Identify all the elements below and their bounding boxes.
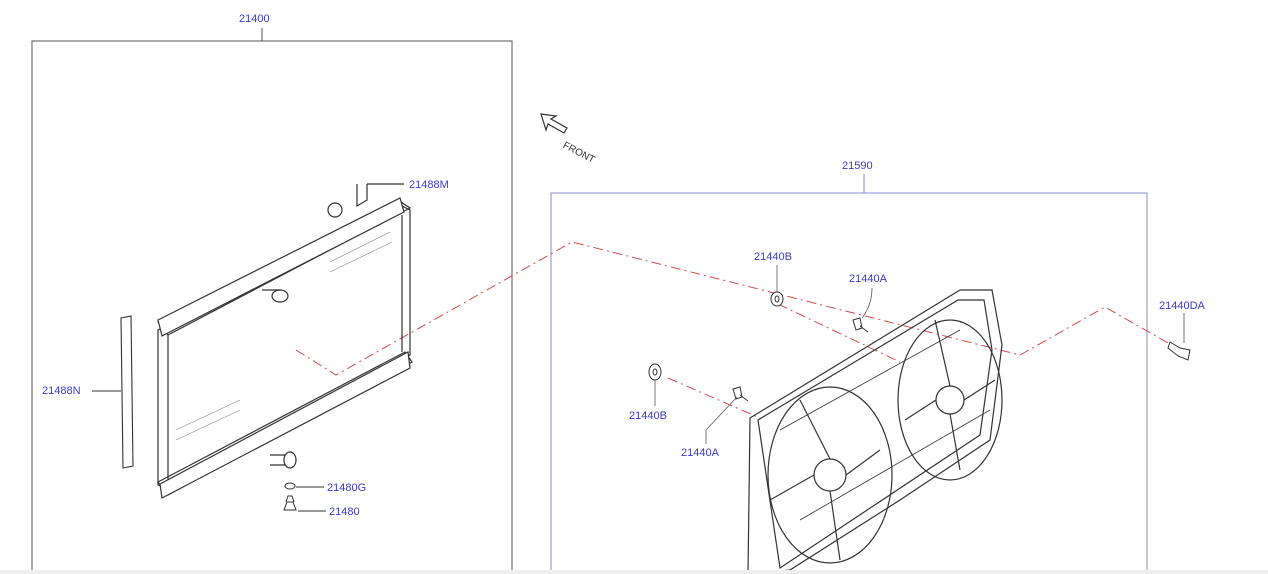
- callout-21488M: 21488M: [409, 179, 449, 191]
- bottom-edge: [0, 570, 1268, 574]
- fan-shroud-drawing: [747, 289, 1003, 574]
- callout-21488N: 21488N: [42, 385, 81, 397]
- group-frame-21400: [31, 28, 513, 574]
- seal-21488N: [92, 315, 134, 469]
- fasteners: [648, 291, 1191, 402]
- callout-21440DA: 21440DA: [1159, 300, 1205, 312]
- callout-21440A-top: 21440A: [849, 273, 887, 285]
- group-frame-21590: [550, 174, 1148, 574]
- callout-21480G: 21480G: [327, 482, 367, 494]
- callout-21440A-left: 21440A: [681, 447, 719, 459]
- callout-21440B-top: 21440B: [754, 251, 792, 263]
- callout-21400: 21400: [239, 13, 270, 25]
- front-arrow-icon: [540, 113, 568, 134]
- callout-21590: 21590: [842, 160, 873, 172]
- drain-parts: [283, 482, 326, 512]
- leader-lines: [654, 265, 1185, 444]
- assembly-centerline: [295, 241, 1169, 419]
- radiator-drawing: [157, 183, 413, 499]
- callout-21440B-left: 21440B: [629, 410, 667, 422]
- callout-21480: 21480: [329, 506, 360, 518]
